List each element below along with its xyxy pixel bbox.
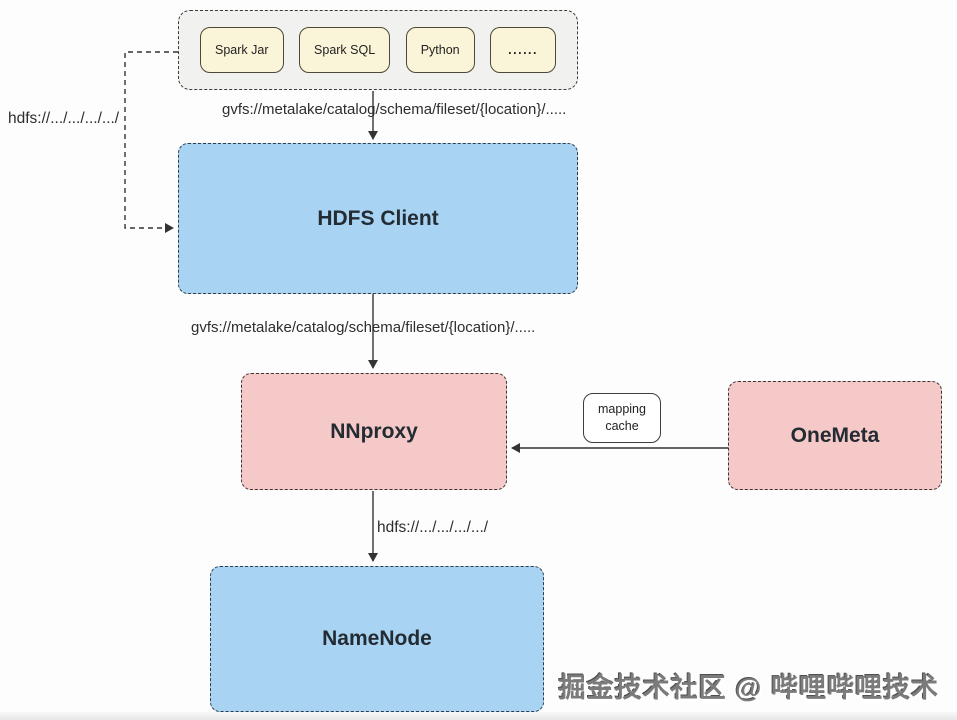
node-ellipsis: ......	[490, 27, 556, 73]
edge-label-hdfs-mid: hdfs://.../.../.../.../	[377, 519, 489, 536]
node-spark-jar: Spark Jar	[200, 27, 284, 73]
bottom-edge-strip	[0, 712, 957, 720]
node-mapping-cache: mapping cache	[583, 393, 661, 443]
node-hdfs-client-label: HDFS Client	[317, 206, 439, 230]
node-onemeta: OneMeta	[728, 381, 942, 490]
edge-label-gvfs-mid: gvfs://metalake/catalog/schema/fileset/{…	[191, 319, 536, 336]
node-nnproxy-label: NNproxy	[330, 419, 418, 443]
node-hdfs-client: HDFS Client	[178, 143, 578, 294]
mapping-cache-line1: mapping	[598, 401, 646, 416]
arrow-dashed-hdfs-bypass	[124, 51, 178, 233]
mapping-cache-line2: cache	[605, 419, 639, 433]
watermark-text: 掘金技术社区 @ 哔哩哔哩技术	[558, 673, 939, 703]
node-namenode-label: NameNode	[322, 627, 432, 650]
edge-label-hdfs-bypass: hdfs://.../.../.../.../	[8, 110, 120, 127]
node-namenode: NameNode	[210, 566, 544, 712]
node-python: Python	[405, 27, 475, 73]
node-spark-sql: Spark SQL	[299, 27, 391, 73]
node-nnproxy: NNproxy	[241, 373, 507, 490]
node-onemeta-label: OneMeta	[790, 423, 880, 447]
edge-label-gvfs-top: gvfs://metalake/catalog/schema/fileset/{…	[222, 101, 567, 118]
compute-clients-group: Spark Jar Spark SQL Python ......	[178, 10, 578, 90]
